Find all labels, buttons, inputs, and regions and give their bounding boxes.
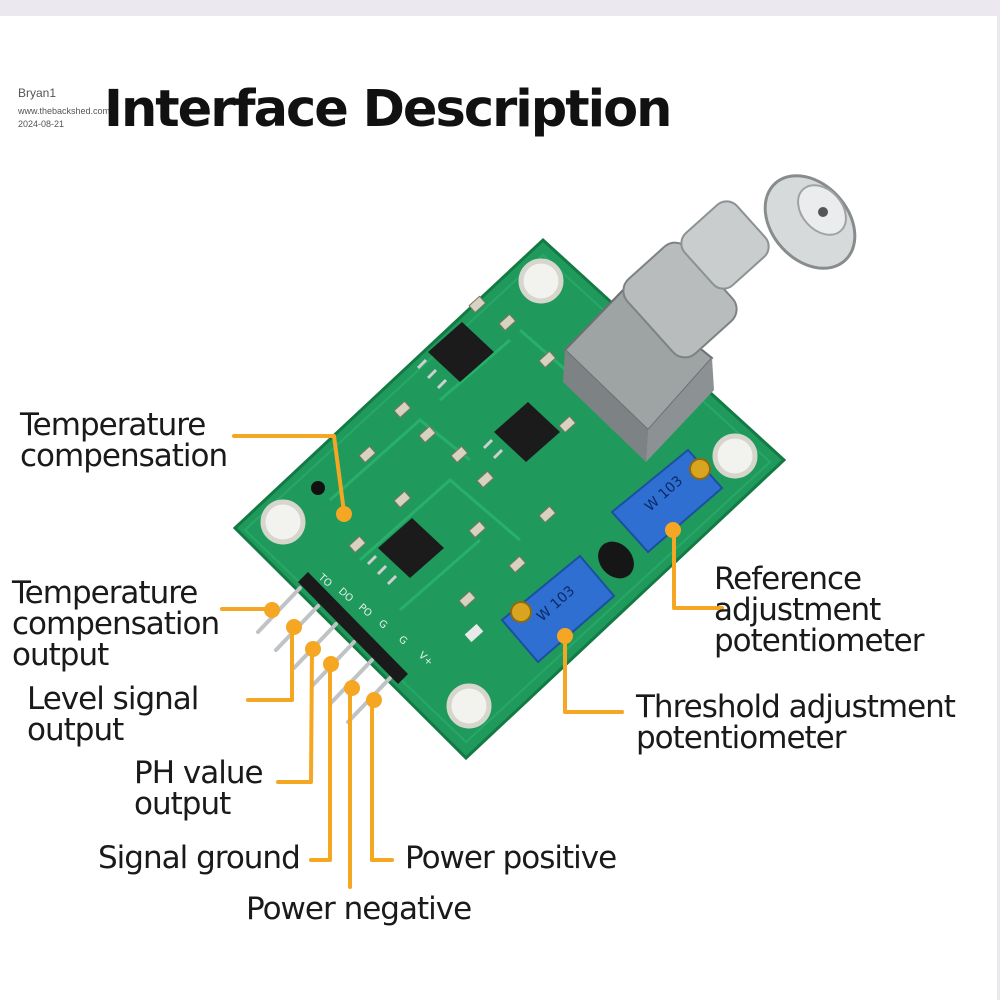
label-signal-ground: Signal ground — [98, 840, 301, 876]
leader-lines — [220, 434, 724, 889]
mounting-hole — [518, 258, 564, 304]
label-power-positive: Power positive — [405, 840, 617, 876]
mounting-hole — [712, 433, 758, 479]
watermark-site: www.thebackshed.com — [18, 106, 111, 116]
mounting-hole — [446, 683, 492, 729]
leader-dots — [264, 506, 681, 708]
page-title: Interface Description — [104, 80, 672, 139]
top-bar — [0, 0, 1000, 16]
label-temperature-compensation-output: Temperature compensation output — [12, 575, 220, 673]
led-icon — [464, 623, 484, 643]
ic-chip — [428, 322, 494, 382]
label-level-signal-output: Level signal output — [27, 681, 199, 748]
threshold-potentiometer-icon: W 103 — [500, 554, 616, 664]
label-threshold-adjustment-potentiometer: Threshold adjustment potentiometer — [636, 689, 956, 756]
bnc-connector-icon — [563, 174, 857, 462]
transistor-icon — [598, 541, 634, 579]
watermark-user: Bryan1 — [18, 86, 57, 100]
ic-chip — [378, 518, 444, 578]
label-ph-value-output: PH value output — [134, 755, 264, 822]
reference-potentiometer-icon: W 103 — [610, 448, 724, 554]
thermistor-icon — [311, 481, 325, 495]
mounting-hole — [260, 499, 306, 545]
watermark-date: 2024-08-21 — [18, 119, 65, 129]
watermark: Bryan1 www.thebackshed.com 2024-08-21 — [18, 86, 110, 129]
label-reference-adjustment-potentiometer: Reference adjustment potentiometer — [714, 561, 924, 659]
right-edge — [997, 16, 1000, 1000]
label-temperature-compensation: Temperature compensation — [20, 407, 228, 474]
ic-chip — [494, 402, 560, 462]
label-power-negative: Power negative — [246, 891, 472, 927]
